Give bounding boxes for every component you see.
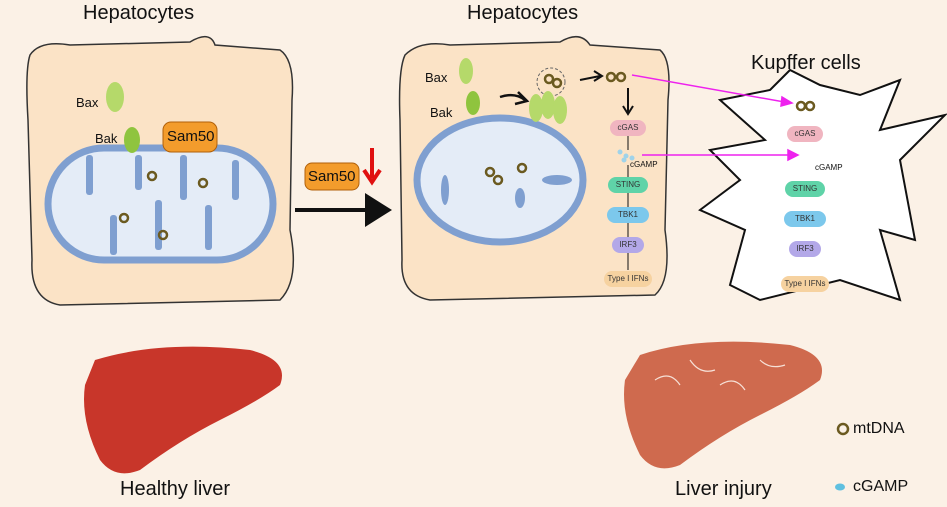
sting-node: STING: [785, 181, 825, 197]
irf3-node: IRF3: [612, 237, 644, 253]
sam50-label-mid: Sam50: [308, 168, 356, 185]
irf3-node: IRF3: [789, 241, 821, 257]
cristae-left: [86, 155, 239, 255]
bax-left: [106, 82, 124, 112]
bax-label-left: Bax: [76, 95, 99, 110]
mtdna-left: [118, 170, 209, 241]
cgamp-label: cGAMP: [630, 160, 658, 169]
down-arrow-icon: [362, 148, 382, 186]
mtdna-right: [484, 71, 627, 186]
legend-cgamp-label: cGAMP: [853, 478, 909, 495]
cgas-node: cGAS: [787, 126, 823, 142]
cgas-node: cGAS: [610, 120, 646, 136]
tbk1-node: TBK1: [784, 211, 826, 227]
type-i-ifns-node: Type I IFNs: [781, 276, 829, 292]
healthy-liver-label: Healthy liver: [120, 478, 231, 500]
bak-left: [124, 127, 140, 153]
legend-mtdna-label: mtDNA: [853, 420, 905, 437]
legend-cgamp-icon: [835, 483, 845, 491]
magenta-arrows: [631, 74, 800, 162]
kupffer-title: Kupffer cells: [751, 52, 861, 74]
mitochondrion-right: [413, 114, 587, 246]
transition-arrow: [295, 193, 392, 227]
sam50-mid: [304, 162, 360, 191]
sam50-left: [162, 121, 218, 153]
bak-label-right: Bak: [430, 105, 453, 120]
bax-label-right: Bax: [425, 70, 448, 85]
legend-mtdna-icon: [836, 422, 850, 436]
right-title: Hepatocytes: [467, 2, 579, 24]
injured-liver-icon: [624, 341, 822, 469]
liver-injury-label: Liver injury: [675, 478, 772, 500]
type-i-ifns-node: Type I IFNs: [604, 271, 652, 287]
left-title: Hepatocytes: [83, 2, 195, 24]
bax-right: [459, 58, 473, 84]
tbk1-node: TBK1: [607, 207, 649, 223]
bak-right: [466, 91, 480, 115]
bak-label-left: Bak: [95, 131, 118, 146]
healthy-liver-icon: [84, 346, 282, 474]
bak-bax-pore: [529, 91, 567, 124]
sting-node: STING: [608, 177, 648, 193]
cgamp-label: cGAMP: [815, 163, 843, 172]
sam50-label-left: Sam50: [167, 128, 215, 145]
